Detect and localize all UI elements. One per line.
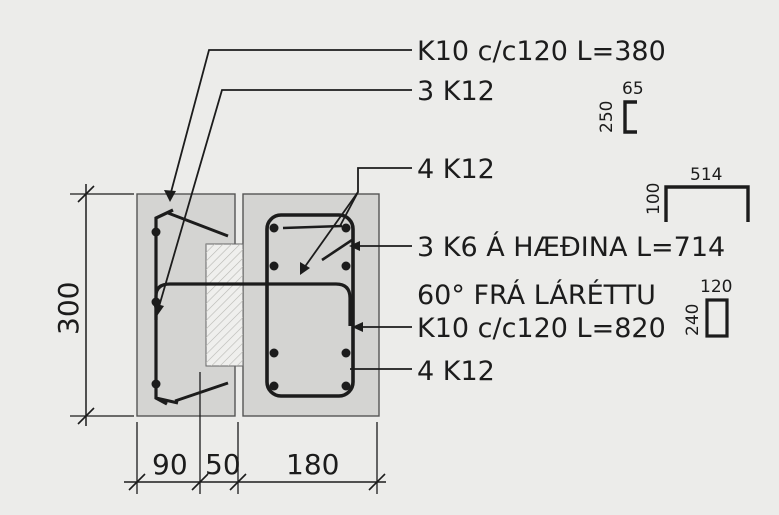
leader-arrow <box>164 190 176 202</box>
rebar-dot <box>341 223 351 233</box>
dim-tick <box>191 473 209 491</box>
label-4k12-top: 4 K12 <box>417 154 495 185</box>
dim-width-1: 90 <box>152 448 188 481</box>
rebar-dot <box>341 261 351 271</box>
dim-tick <box>77 185 95 203</box>
stirrup-hook-2 <box>321 238 353 262</box>
dim-tick <box>229 473 247 491</box>
stirrup-hook-1 <box>282 224 343 230</box>
leader-arrow <box>153 303 164 316</box>
label-k6-line1: 3 K6 Á HÆÐINA L=714 <box>417 231 725 263</box>
rebar-dot <box>269 348 279 358</box>
leader-arrow <box>352 322 363 332</box>
dim-tick <box>368 473 386 491</box>
shape-u-width: 514 <box>690 165 722 185</box>
shape-u-height: 100 <box>644 183 664 215</box>
leader-3k12 <box>157 89 412 311</box>
shape-hook-width: 65 <box>622 79 644 99</box>
shape-stirrup-width: 120 <box>700 277 732 297</box>
rebar-dot <box>269 261 279 271</box>
shape-hook <box>623 100 637 134</box>
leader-4k12-top-2 <box>303 191 359 269</box>
rebar-dot <box>341 381 351 391</box>
rebar-dot <box>151 379 161 389</box>
rebar-dot <box>269 223 279 233</box>
leader-k10-short <box>169 49 412 197</box>
dim-tick <box>128 473 146 491</box>
leader-arrow <box>300 262 310 275</box>
shape-stirrup-height: 240 <box>683 304 703 336</box>
label-k10-long: K10 c/c120 L=820 <box>417 313 666 344</box>
shape-u-bar <box>664 185 750 222</box>
rebar-dot <box>151 227 161 237</box>
left-hook-top <box>167 211 229 238</box>
label-3k12: 3 K12 <box>417 76 495 107</box>
insulation-hatch <box>206 244 243 366</box>
right-stirrup <box>265 213 355 398</box>
shape-stirrup <box>705 298 729 338</box>
label-4k12-bottom: 4 K12 <box>417 356 495 387</box>
rebar-dot <box>341 348 351 358</box>
long-k10-bar <box>154 282 352 326</box>
left-hook-bottom <box>174 381 229 403</box>
rebar-dot <box>269 381 279 391</box>
dim-tick <box>77 407 95 425</box>
leader-arrow <box>349 241 360 251</box>
leader-4k12-top <box>339 167 412 227</box>
label-k6-line2: 60° FRÁ LÁRÉTTU <box>417 279 656 311</box>
shape-hook-height: 250 <box>597 101 617 133</box>
label-k10-short: K10 c/c120 L=380 <box>417 36 666 67</box>
dim-width-2: 50 <box>205 448 241 481</box>
dim-height: 300 <box>52 282 85 335</box>
dim-width-3: 180 <box>286 448 339 481</box>
